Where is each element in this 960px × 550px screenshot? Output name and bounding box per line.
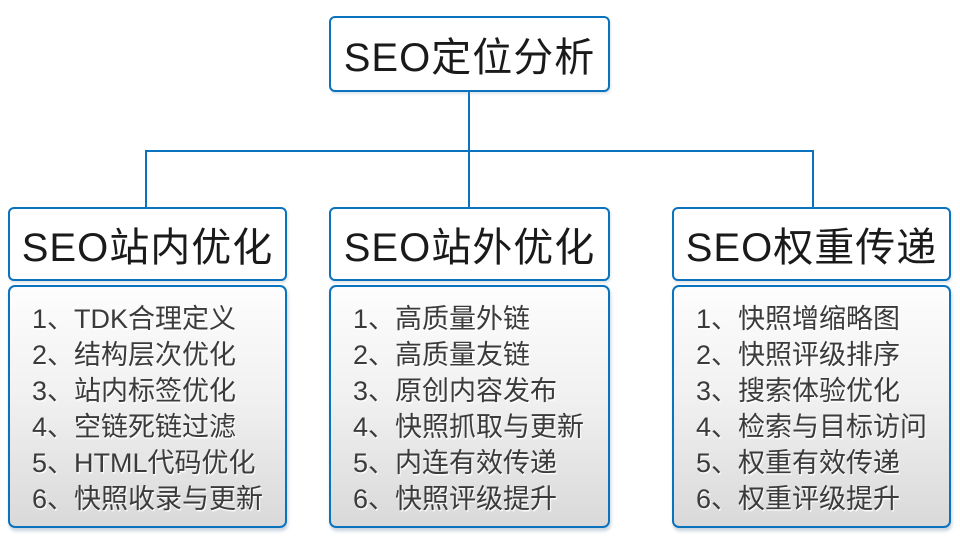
root-node-title: SEO定位分析 (343, 36, 596, 80)
list-item: 3、原创内容发布 (353, 376, 558, 406)
column-header-onsite: SEO站内优化 (8, 207, 287, 281)
list-item: 1、快照增缩略图 (696, 304, 901, 334)
column-title: SEO站内优化 (21, 226, 274, 270)
list-item: 4、检索与目标访问 (696, 412, 928, 442)
column-title: SEO权重传递 (685, 226, 938, 270)
list-item: 2、高质量友链 (353, 340, 531, 370)
list-item: 4、空链死链过滤 (32, 412, 237, 442)
list-item: 5、权重有效传递 (696, 448, 901, 478)
column-body-weight: 1、快照增缩略图 2、快照评级排序 3、搜索体验优化 4、检索与目标访问 5、权… (672, 285, 951, 528)
item-list: 1、TDK合理定义 2、结构层次优化 3、站内标签优化 4、空链死链过滤 5、H… (10, 287, 285, 529)
list-item: 2、快照评级排序 (696, 340, 901, 370)
item-list: 1、快照增缩略图 2、快照评级排序 3、搜索体验优化 4、检索与目标访问 5、权… (674, 287, 949, 529)
list-item: 6、快照评级提升 (353, 484, 558, 514)
list-item: 5、内连有效传递 (353, 448, 558, 478)
root-node: SEO定位分析 (329, 16, 610, 92)
list-item: 1、TDK合理定义 (32, 304, 237, 334)
list-item: 4、快照抓取与更新 (353, 412, 585, 442)
list-item: 3、站内标签优化 (32, 376, 237, 406)
list-item: 5、HTML代码优化 (32, 448, 256, 478)
connector-drop-right (812, 150, 814, 207)
list-item: 1、高质量外链 (353, 304, 531, 334)
list-item: 6、权重评级提升 (696, 484, 901, 514)
column-header-offsite: SEO站外优化 (329, 207, 610, 281)
connector-drop-left (145, 150, 147, 207)
list-item: 3、搜索体验优化 (696, 376, 901, 406)
column-body-offsite: 1、高质量外链 2、高质量友链 3、原创内容发布 4、快照抓取与更新 5、内连有… (329, 285, 610, 528)
connector-horizontal-bar (145, 150, 814, 152)
connector-root-stem (468, 92, 470, 152)
column-body-onsite: 1、TDK合理定义 2、结构层次优化 3、站内标签优化 4、空链死链过滤 5、H… (8, 285, 287, 528)
column-header-weight: SEO权重传递 (672, 207, 951, 281)
column-title: SEO站外优化 (343, 226, 596, 270)
connector-drop-center (468, 150, 470, 207)
list-item: 2、结构层次优化 (32, 340, 237, 370)
list-item: 6、快照收录与更新 (32, 484, 264, 514)
item-list: 1、高质量外链 2、高质量友链 3、原创内容发布 4、快照抓取与更新 5、内连有… (331, 287, 608, 529)
